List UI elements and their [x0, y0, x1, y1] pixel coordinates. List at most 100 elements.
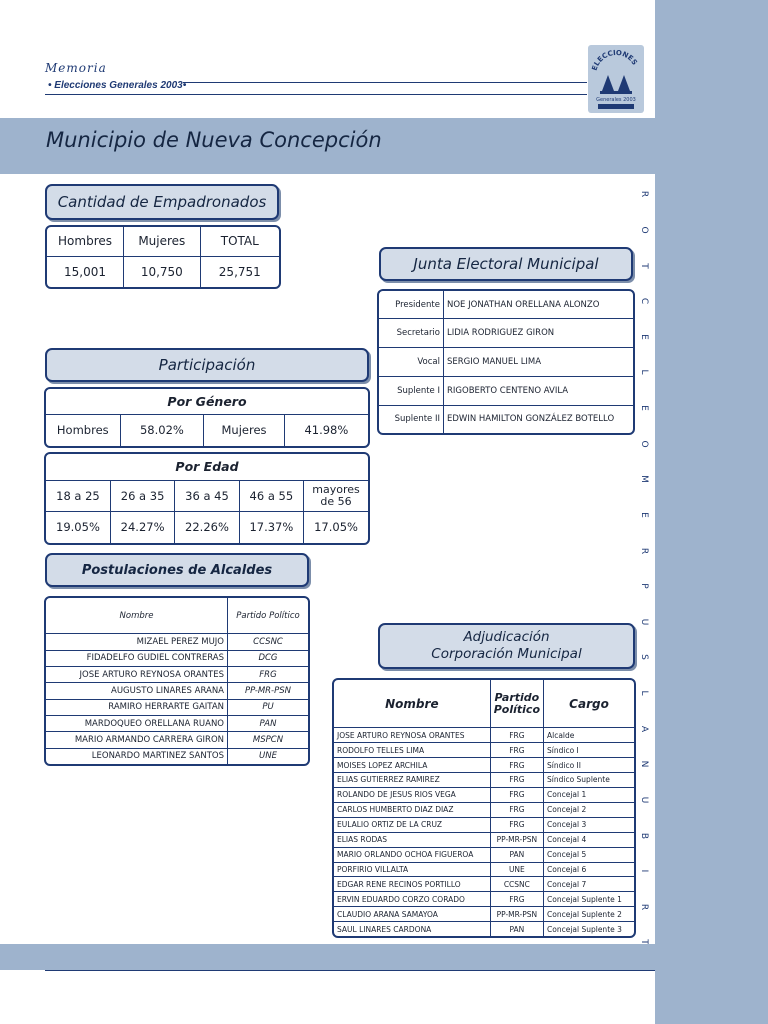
side-strip-letter: E	[639, 405, 649, 411]
junta-role: Suplente I	[379, 375, 444, 406]
edad-heading: Por Edad	[46, 454, 368, 481]
adjudicacion-nombre: EULALIO ORTIZ DE LA CRUZ	[334, 816, 491, 833]
genero-heading: Por Género	[46, 389, 368, 415]
adjudicacion-cargo: Síndico II	[543, 757, 634, 774]
postulacion-nombre: RAMIRO HERRARTE GAITAN	[46, 698, 228, 717]
adjudicacion-cargo: Concejal 2	[543, 801, 634, 818]
empadronados-header: Mujeres	[123, 227, 201, 257]
adjudicacion-cargo: Concejal 1	[543, 786, 634, 803]
adjudicacion-cargo: Síndico Suplente	[543, 772, 634, 788]
junta-role: Secretario	[379, 318, 444, 349]
adjudicacion-cargo: Concejal 5	[543, 846, 634, 863]
genero-cell: 58.02%	[119, 413, 205, 446]
junta-member-name: SERGIO MANUEL LIMA	[443, 347, 633, 377]
adjudicacion-heading: Adjudicación Corporación Municipal	[378, 623, 635, 669]
postulacion-nombre: MARIO ARMANDO CARRERA GIRON	[46, 731, 228, 749]
svg-text:ELECCIONES: ELECCIONES	[591, 49, 639, 72]
adjudicacion-nombre: ELIAS GUTIERREZ RAMIREZ	[334, 772, 491, 788]
side-strip-letter: O	[639, 440, 649, 448]
empadronados-header: Hombres	[47, 227, 125, 257]
side-strip-letter: R	[639, 191, 649, 198]
postulacion-partido: PAN	[227, 715, 308, 733]
side-strip-letter: R	[639, 547, 649, 554]
adjudicacion-nombre: RODOLFO TELLES LIMA	[334, 742, 491, 759]
adjudicacion-cargo: Concejal 6	[543, 861, 634, 878]
side-strip-letter: U	[639, 618, 649, 626]
edad-header: 26 a 35	[109, 479, 176, 512]
junta-member-name: NOE JONATHAN ORELLANA ALONZO	[443, 291, 633, 320]
adjudicacion-nombre: PORFIRIO VILLALTA	[334, 861, 491, 878]
genero-table: Por Género Hombres 58.02% Mujeres 41.98%	[44, 387, 370, 448]
adjudicacion-cargo: Concejal 3	[543, 816, 634, 833]
empadronados-value: 15,001	[47, 255, 125, 287]
empadronados-value: 10,750	[123, 255, 201, 287]
junta-role: Vocal	[379, 347, 444, 377]
adjudicacion-partido: PP-MR-PSN	[489, 906, 545, 923]
adjudicacion-partido: FRG	[489, 772, 545, 788]
postulacion-partido: DCG	[227, 649, 308, 667]
adjudicacion-partido: FRG	[489, 891, 545, 908]
adjudicacion-nombre: ERVIN EDUARDO CORZO CORADO	[334, 891, 491, 908]
side-strip-letter: M	[639, 475, 649, 484]
empadronados-header: TOTAL	[199, 227, 279, 257]
edad-value: 17.05%	[303, 510, 368, 543]
side-strip-letter: R	[639, 903, 649, 910]
junta-member-name: LIDIA RODRIGUEZ GIRON	[443, 318, 633, 349]
edad-value: 24.27%	[109, 510, 176, 543]
adjudicacion-partido: FRG	[489, 801, 545, 818]
adjudicacion-cargo: Concejal Suplente 2	[543, 906, 634, 923]
adjudicacion-nombre: CLAUDIO ARANA SAMAYOA	[334, 906, 491, 923]
adjudicacion-nombre: SAUL LINARES CARDONA	[334, 921, 491, 936]
side-strip-letter: C	[639, 297, 649, 305]
side-strip-letter: S	[639, 654, 649, 661]
adjudicacion-nombre: MOISES LOPEZ ARCHILA	[334, 757, 491, 774]
postulacion-partido: PP-MR-PSN	[227, 682, 308, 700]
adjudicacion-nombre: ROLANDO DE JESUS RIOS VEGA	[334, 786, 491, 803]
side-strip-letter: T	[639, 262, 649, 269]
postulacion-partido: UNE	[227, 747, 308, 764]
adjudicacion-partido: PP-MR-PSN	[489, 831, 545, 848]
header-subtitle: • Elecciones Generales 2003•	[48, 80, 187, 91]
edad-header: 46 a 55	[238, 479, 305, 512]
adjudicacion-partido: FRG	[489, 727, 545, 744]
adjudicacion-partido: PAN	[489, 921, 545, 936]
adjudicacion-partido: UNE	[489, 861, 545, 878]
genero-cell: Mujeres	[203, 413, 285, 446]
side-strip-letter: N	[639, 760, 649, 768]
adjudicacion-nombre: JOSE ARTURO REYNOSA ORANTES	[334, 727, 491, 744]
empadronados-table: Hombres Mujeres TOTAL 15,001 10,750 25,7…	[45, 225, 281, 289]
adjudicacion-col-nombre: Nombre	[334, 680, 491, 729]
adjudicacion-nombre: CARLOS HUMBERTO DIAZ DIAZ	[334, 801, 491, 818]
adjudicacion-nombre: ELIAS RODAS	[334, 831, 491, 848]
postulacion-partido: MSPCN	[227, 731, 308, 749]
side-strip-letter: L	[639, 369, 649, 375]
postulacion-nombre: MARDOQUEO ORELLANA RUANO	[46, 715, 228, 733]
page-title: Municipio de Nueva Concepción	[46, 128, 382, 152]
junta-member-name: EDWIN HAMILTON GONZÁLEZ BOTELLO	[443, 404, 633, 433]
postulaciones-col-nombre: Nombre	[46, 598, 228, 635]
side-strip-letter: E	[639, 512, 649, 518]
postulaciones-col-partido: Partido Político	[227, 598, 308, 635]
adjudicacion-col-partido: Partido Político	[489, 680, 545, 729]
adjudicacion-partido: FRG	[489, 786, 545, 803]
edad-table: Por Edad 18 a 25 26 a 35 36 a 45 46 a 55…	[44, 452, 370, 545]
adjudicacion-cargo: Concejal Suplente 1	[543, 891, 634, 908]
footer-divider	[45, 970, 655, 971]
